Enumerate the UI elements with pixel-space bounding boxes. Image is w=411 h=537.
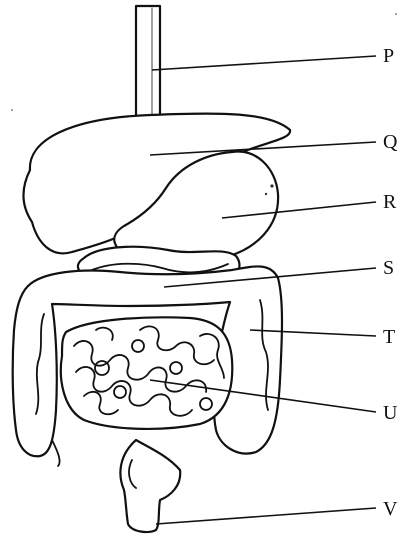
label-s: S	[383, 257, 394, 279]
rectum	[120, 440, 180, 532]
leader-line-p	[152, 56, 376, 70]
leader-line-v	[156, 508, 376, 524]
small-intestine	[61, 317, 232, 429]
oesophagus	[136, 6, 160, 126]
label-v: V	[383, 498, 398, 520]
label-q: Q	[383, 131, 398, 153]
label-r: R	[383, 191, 397, 213]
label-t: T	[383, 326, 395, 348]
label-u: U	[383, 402, 398, 424]
label-p: P	[383, 45, 394, 67]
